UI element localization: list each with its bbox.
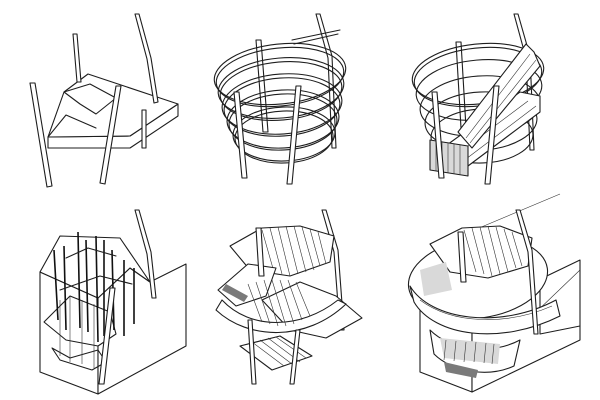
column: [286, 85, 302, 185]
column: [141, 109, 147, 149]
ring-stack: [213, 29, 347, 164]
column: [29, 82, 53, 188]
interior-stair: [420, 225, 533, 296]
column: [289, 329, 301, 385]
skin-band: [429, 43, 541, 177]
column: [255, 227, 265, 277]
column: [72, 33, 82, 83]
column: [431, 91, 445, 179]
column: [515, 209, 539, 335]
panel-ring-skin: [411, 13, 545, 185]
column: [99, 85, 122, 185]
column: [484, 85, 500, 185]
panel-ring-frame: [213, 13, 347, 185]
column: [457, 231, 467, 283]
panel-assembled: [407, 193, 581, 393]
column: [455, 41, 467, 129]
panel-floors-stairs: [215, 209, 363, 385]
column: [315, 13, 337, 149]
column: [233, 91, 248, 179]
panel-slab-columns: [29, 13, 179, 188]
column: [134, 209, 157, 299]
column: [98, 287, 116, 385]
column: [134, 13, 159, 104]
column: [247, 319, 257, 385]
panel-base-structure: [39, 209, 187, 395]
